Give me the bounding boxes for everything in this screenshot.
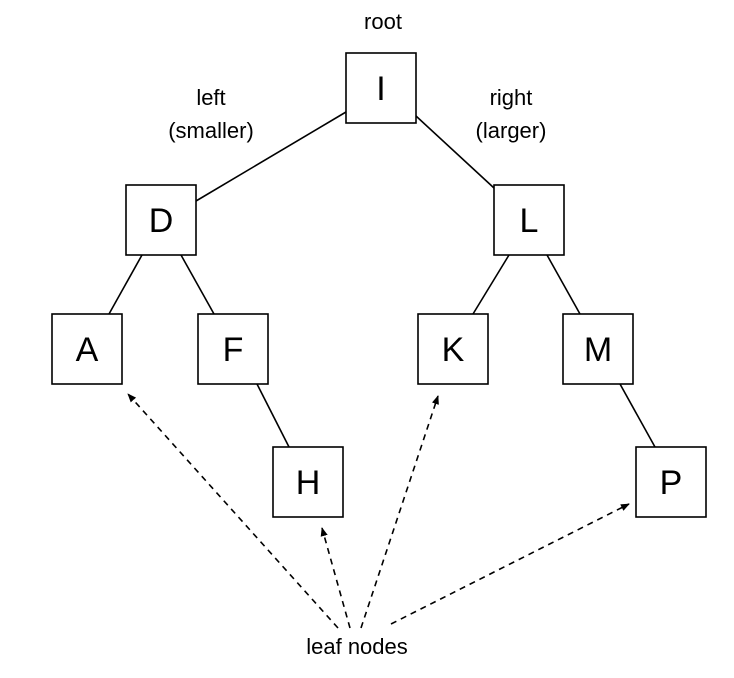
edge-D-A: [108, 254, 143, 315]
edge-F-H: [256, 383, 290, 448]
node-A: A: [51, 313, 123, 385]
node-P-label: P: [660, 464, 683, 502]
edge-I-L: [415, 115, 495, 189]
node-D: D: [125, 184, 197, 256]
node-K: K: [417, 313, 489, 385]
root-label: root: [364, 9, 402, 34]
leaf-pointer-K: [360, 395, 439, 629]
edge-I-D: [195, 111, 347, 202]
node-M: M: [562, 313, 634, 385]
edge-M-P: [619, 383, 656, 448]
edge-L-K: [472, 254, 510, 315]
right-label-line2: (larger): [476, 118, 547, 143]
right-label-line1: right: [490, 85, 533, 110]
edge-L-M: [546, 254, 581, 315]
node-I: I: [345, 52, 417, 124]
node-L-label: L: [520, 202, 539, 240]
leaf-pointer-arrows: [127, 393, 630, 629]
node-L: L: [493, 184, 565, 256]
leaf-pointer-A: [127, 393, 339, 629]
node-K-label: K: [442, 331, 465, 369]
leaf-pointer-H: [320, 527, 351, 629]
node-F: F: [197, 313, 269, 385]
left-label-line2: (smaller): [168, 118, 254, 143]
leaf-nodes-label: leaf nodes: [306, 634, 408, 659]
node-D-label: D: [149, 202, 174, 240]
edge-D-F: [180, 254, 215, 315]
left-label-line1: left: [196, 85, 225, 110]
node-F-label: F: [223, 331, 244, 369]
tree-edges: [108, 111, 656, 448]
node-I-label: I: [376, 70, 385, 108]
node-H-label: H: [296, 464, 321, 502]
node-A-label: A: [76, 331, 99, 369]
leaf-pointer-P: [390, 503, 630, 625]
node-H: H: [272, 446, 344, 518]
node-P: P: [635, 446, 707, 518]
node-M-label: M: [584, 331, 612, 369]
